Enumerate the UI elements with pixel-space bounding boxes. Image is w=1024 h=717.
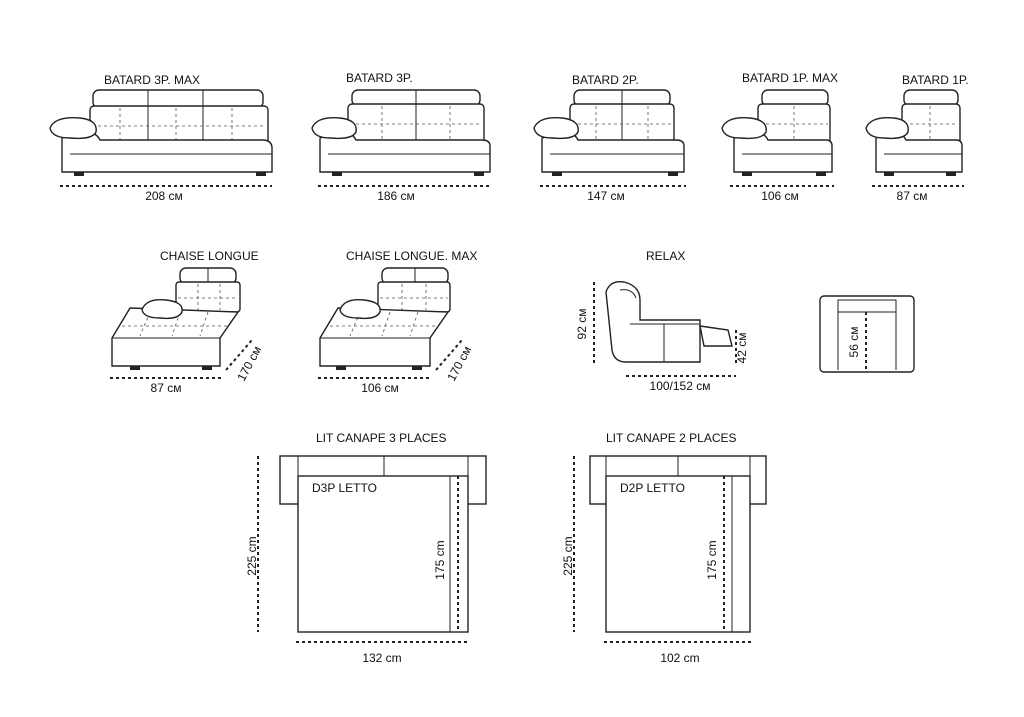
module-batard-3p: BATARD 3P. 186 см bbox=[311, 71, 491, 203]
module-title: RELAX bbox=[646, 249, 685, 263]
depth-dimension-line bbox=[225, 339, 253, 371]
bed-label: D2P LETTO bbox=[620, 481, 685, 495]
module-relax: RELAX 92 см 42 см 100/152 см 56 см bbox=[575, 249, 915, 393]
mattress-label: 175 cm bbox=[433, 540, 447, 579]
module-batard-2p: BATARD 2P. 147 см bbox=[533, 73, 686, 203]
chaise-seat bbox=[319, 307, 450, 367]
armrest bbox=[865, 117, 909, 140]
armrest bbox=[721, 117, 767, 140]
bed-mattress bbox=[297, 475, 469, 633]
depth-label: 225 cm bbox=[245, 536, 259, 575]
module-lit-canape-2: LIT CANAPE 2 PLACES D2P LETTO 225 cm 175… bbox=[561, 431, 767, 665]
module-title: BATARD 1P. MAX bbox=[742, 71, 838, 85]
module-chaise-longue-max: CHAISE LONGUE. MAX 106 см 170 см bbox=[318, 249, 477, 395]
width-label: 87 см bbox=[151, 381, 182, 395]
module-title: BATARD 2P. bbox=[572, 73, 639, 87]
module-lit-canape-3: LIT CANAPE 3 PLACES D3P LETTO 225 cm 175… bbox=[245, 431, 487, 665]
depth-dimension-line bbox=[435, 339, 463, 371]
armrest bbox=[339, 299, 381, 320]
module-title: BATARD 1P. bbox=[902, 73, 969, 87]
width-label: 132 cm bbox=[362, 651, 401, 665]
width-label: 147 см bbox=[587, 189, 625, 203]
width-label: 87 см bbox=[897, 189, 928, 203]
backrest bbox=[175, 281, 241, 313]
relax-side-profile bbox=[605, 281, 701, 363]
width-label: 102 cm bbox=[660, 651, 699, 665]
armrest bbox=[311, 117, 357, 140]
armrest bbox=[49, 117, 97, 140]
relax-top-view bbox=[819, 295, 915, 373]
module-batard-3p-max: BATARD 3P. MAX 208 см bbox=[49, 73, 273, 203]
bed-label: D3P LETTO bbox=[312, 481, 377, 495]
depth-label: 225 cm bbox=[561, 536, 575, 575]
width-label: 106 см bbox=[361, 381, 399, 395]
module-chaise-longue: CHAISE LONGUE 87 см 170 см bbox=[110, 249, 264, 395]
module-title: LIT CANAPE 3 PLACES bbox=[316, 431, 447, 445]
module-batard-1p-max: BATARD 1P. MAX 106 см bbox=[721, 71, 838, 203]
seat-height-label: 42 см bbox=[735, 333, 749, 364]
module-title: LIT CANAPE 2 PLACES bbox=[606, 431, 737, 445]
armrest bbox=[533, 117, 579, 140]
module-title: CHAISE LONGUE bbox=[160, 249, 259, 263]
module-title: BATARD 3P. MAX bbox=[104, 73, 200, 87]
depth-label: 170 см bbox=[234, 344, 264, 384]
width-label: 106 см bbox=[761, 189, 799, 203]
module-batard-1p: BATARD 1P. 87 см bbox=[865, 73, 969, 203]
module-title: BATARD 3P. bbox=[346, 71, 413, 85]
width-label: 186 см bbox=[377, 189, 415, 203]
depth-label: 170 см bbox=[444, 344, 474, 384]
footrest bbox=[699, 325, 733, 347]
width-label: 208 см bbox=[145, 189, 183, 203]
height-label: 92 см bbox=[575, 309, 589, 340]
armrest bbox=[141, 299, 183, 320]
module-title: CHAISE LONGUE. MAX bbox=[346, 249, 477, 263]
mattress-label: 175 cm bbox=[705, 540, 719, 579]
bed-mattress bbox=[605, 475, 751, 633]
depth-label: 100/152 см bbox=[650, 379, 711, 393]
top-width-label: 56 см bbox=[847, 327, 861, 358]
backrest bbox=[377, 281, 451, 313]
